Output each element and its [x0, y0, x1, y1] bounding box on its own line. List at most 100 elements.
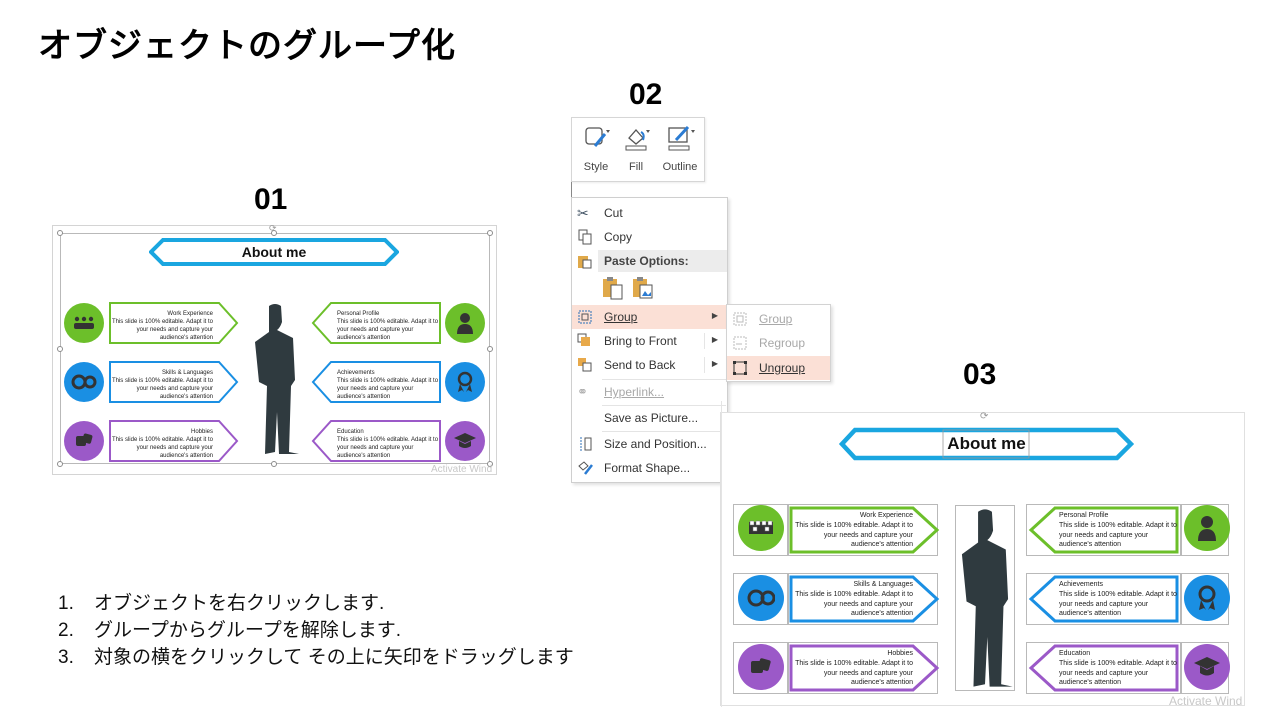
resize-handle[interactable] [487, 230, 493, 236]
info-arrow-box[interactable] [1027, 506, 1179, 554]
dice-icon [64, 421, 104, 461]
item-body: This slide is 100% editable. Adapt it to… [1059, 522, 1177, 548]
item-body: This slide is 100% editable. Adapt it to… [111, 319, 213, 341]
resize-handle[interactable] [487, 461, 493, 467]
item-body: This slide is 100% editable. Adapt it to… [1059, 660, 1177, 686]
activate-windows-watermark: Activate Wind [1169, 694, 1243, 708]
header-title[interactable]: About me [947, 434, 1026, 453]
resize-handle[interactable] [57, 461, 63, 467]
resize-handle[interactable] [271, 230, 277, 236]
gears-icon[interactable] [738, 575, 784, 621]
info-arrow-box[interactable] [1027, 575, 1179, 623]
paste-as-picture-button[interactable] [632, 276, 654, 304]
outline-label: Outline [662, 161, 698, 173]
item-body: This slide is 100% editable. Adapt it to… [111, 378, 213, 400]
copy-icon [577, 229, 593, 245]
regroup-icon [732, 335, 748, 351]
submenu-arrow-icon: ▶ [711, 335, 718, 344]
menu-item-paste-options [572, 249, 727, 273]
pen-outline-icon [668, 125, 695, 151]
menu-item-group[interactable]: Group ▶ [572, 305, 727, 329]
menu-item-size-and-position[interactable]: Size and Position... [572, 432, 727, 456]
info-arrow-box [109, 361, 239, 403]
item-title: Education [337, 429, 364, 435]
paint-bucket-icon [625, 129, 650, 151]
size-position-icon [577, 436, 593, 452]
info-arrow-box[interactable] [789, 644, 941, 692]
step-label-02: 02 [629, 78, 663, 111]
instruction-item: 1.オブジェクトを右クリックします. [58, 593, 385, 614]
item-title: Skills & Languages [853, 581, 913, 588]
item-title: Hobbies [887, 650, 913, 657]
bring-to-front-icon [577, 333, 593, 349]
selection-frame[interactable] [955, 505, 1015, 691]
submenu-item-group[interactable]: Group [727, 307, 830, 331]
rotate-handle-icon[interactable]: ⟳ [980, 411, 989, 422]
header-title: About me [241, 244, 307, 260]
style-button[interactable]: Style [576, 122, 616, 178]
info-arrow-box[interactable] [1027, 644, 1179, 692]
rotate-handle-icon[interactable]: ⟳ [269, 224, 277, 234]
menu-item-cut[interactable]: ✂ Cut [577, 205, 623, 221]
slide-thumbnail-03[interactable]: About me ⟳ Work Experience This slide is… [720, 401, 1245, 708]
paste-icon [603, 277, 623, 300]
header-banner[interactable] [839, 427, 1134, 461]
graduation-cap-icon[interactable] [1184, 644, 1230, 690]
person-silhouette[interactable] [955, 507, 1015, 689]
fill-button[interactable]: Fill [616, 122, 656, 178]
outline-button[interactable]: Outline [656, 122, 704, 178]
businessman-icon [445, 303, 485, 343]
dice-icon[interactable] [738, 644, 784, 690]
menu-item-save-as-picture[interactable]: Save as Picture... [604, 411, 699, 425]
resize-handle[interactable] [271, 461, 277, 467]
menu-separator [602, 431, 726, 432]
gears-icon [64, 362, 104, 402]
shape-format-ribbon: Style Fill Outline [571, 117, 705, 182]
team-meeting-icon[interactable] [738, 505, 784, 551]
menu-item-bring-to-front[interactable]: Bring to Front ▶ [572, 329, 727, 353]
menu-separator [602, 405, 726, 406]
item-title: Hobbies [190, 429, 213, 435]
slide-thumbnail-01[interactable]: ⟳ About me Work Experience This slide is… [52, 224, 497, 475]
info-arrow-box [311, 361, 441, 403]
item-body: This slide is 100% editable. Adapt it to… [795, 660, 913, 686]
format-shape-icon [577, 460, 593, 476]
menu-separator [602, 379, 726, 380]
resize-handle[interactable] [57, 346, 63, 352]
hyperlink-icon: ⚭ [577, 384, 588, 399]
group-icon [732, 311, 748, 327]
info-arrow-box[interactable] [789, 575, 941, 623]
step-label-03: 03 [963, 358, 997, 391]
submenu-arrow-icon: ▶ [711, 311, 718, 320]
item-title: Education [1059, 650, 1091, 657]
team-meeting-icon [64, 303, 104, 343]
info-arrow-box [109, 420, 239, 462]
resize-handle[interactable] [57, 230, 63, 236]
award-ribbon-icon [445, 362, 485, 402]
item-title: Personal Profile [337, 311, 380, 317]
send-to-back-icon [577, 357, 593, 373]
menu-item-format-shape[interactable]: Format Shape... [572, 456, 727, 480]
item-body: This slide is 100% editable. Adapt it to… [1059, 591, 1177, 617]
info-arrow-box [311, 420, 441, 462]
step-label-01: 01 [254, 183, 288, 216]
item-title: Skills & Languages [161, 370, 213, 376]
award-ribbon-icon[interactable] [1184, 575, 1230, 621]
group-icon [577, 309, 593, 325]
menu-item-copy[interactable]: Copy [572, 225, 727, 249]
activate-windows-watermark: Activate Wind [431, 464, 493, 475]
submenu-item-ungroup[interactable]: Ungroup [727, 356, 830, 380]
instruction-item: 3.対象の横をクリックして その上に矢印をドラッグします [58, 647, 574, 668]
businessman-icon[interactable] [1184, 505, 1230, 551]
info-arrow-box[interactable] [789, 506, 941, 554]
item-body: This slide is 100% editable. Adapt it to… [337, 437, 439, 459]
paste-keep-formatting-button[interactable] [602, 276, 624, 304]
instruction-list: 1.オブジェクトを右クリックします. 2.グループからグループを解除します. 3… [58, 590, 574, 671]
menu-item-hyperlink[interactable]: ⚭ Hyperlink... [577, 384, 665, 399]
group-submenu: Group Regroup Ungroup [726, 304, 831, 382]
shape-style-icon [585, 127, 610, 147]
menu-item-send-to-back[interactable]: Send to Back ▶ [572, 353, 727, 377]
resize-handle[interactable] [487, 346, 493, 352]
page-title: オブジェクトのグループ化 [38, 26, 456, 66]
submenu-item-regroup[interactable]: Regroup [727, 331, 830, 355]
